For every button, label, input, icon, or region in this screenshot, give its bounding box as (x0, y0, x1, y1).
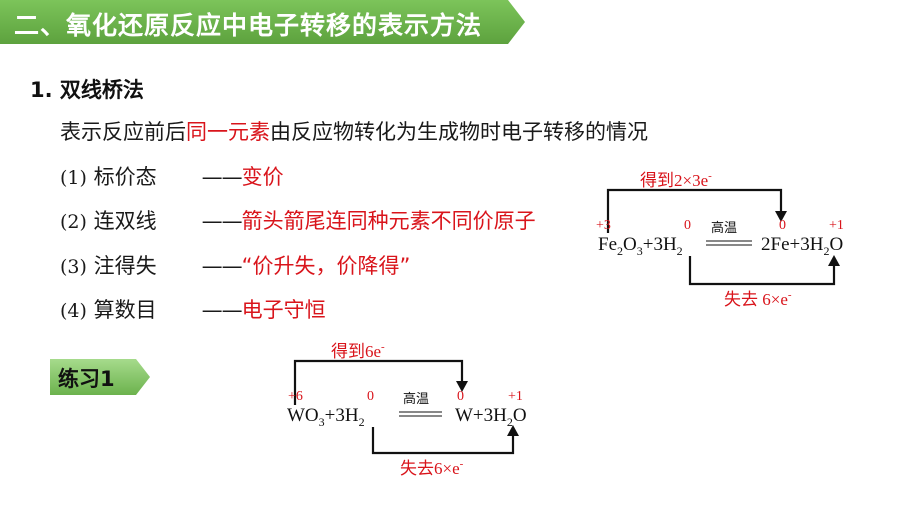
example-lose-label: 失去 6×e- (724, 289, 792, 309)
practice-equation-lhs: WO3+3H2 (287, 405, 365, 429)
intro-before: 表示反应前后 (60, 120, 186, 144)
practice-condition: 高温 (403, 391, 429, 407)
step-note: 电子守恒 (241, 298, 326, 322)
practice-lose-line (371, 427, 515, 455)
practice-gain-arrowhead (456, 381, 468, 392)
banner-shape (0, 0, 525, 44)
practice-gain-label: 得到6e- (331, 341, 385, 361)
example-gain-line (606, 188, 783, 233)
step-number: (1) (60, 167, 87, 189)
step-dash: —— (201, 254, 243, 278)
example-lose-arrowhead (828, 255, 840, 266)
example-ox-fe: +3 (596, 218, 611, 233)
example-lose-line (688, 256, 836, 286)
step-number: (2) (60, 211, 87, 233)
practice-ox-w-product: 0 (457, 389, 464, 404)
step-note: 变价 (241, 165, 284, 189)
step-note: “价升失，价降得” (241, 254, 411, 278)
intro-highlight: 同一元素 (186, 120, 270, 144)
step-note: 箭头箭尾连同种元素不同价原子 (241, 209, 536, 233)
step-number: (4) (60, 300, 87, 322)
step-label: 注得失 (93, 254, 157, 278)
practice-ox-w: +6 (288, 389, 303, 404)
practice-label: 练习1 (58, 367, 115, 391)
practice-badge (50, 359, 150, 395)
practice-equation-rhs: W+3H2O (455, 405, 527, 429)
step-dash: —— (201, 298, 243, 322)
example-equation-lhs: Fe2O3+3H2 (598, 234, 683, 258)
step-dash: —— (201, 209, 243, 233)
practice-ox-h: 0 (367, 389, 374, 404)
example-ox-h-product: +1 (829, 218, 844, 233)
intro-after: 由反应物转化为生成物时电子转移的情况 (270, 120, 648, 144)
example-gain-arrowhead (775, 211, 787, 222)
practice-gain-line (293, 359, 464, 405)
step-1: (1) 标价态 ——变价 (60, 161, 284, 191)
step-3: (3) 注得失 ——“价升失，价降得” (60, 250, 410, 280)
practice-lose-arrowhead (507, 425, 519, 436)
step-number: (3) (60, 256, 87, 278)
example-ox-fe-product: 0 (779, 218, 786, 233)
practice-lose-label: 失去6×e- (400, 458, 464, 478)
example-gain-label: 得到2×3e- (640, 170, 712, 190)
step-label: 标价态 (93, 165, 157, 189)
intro-text: 表示反应前后同一元素由反应物转化为生成物时电子转移的情况 (60, 116, 648, 146)
example-equation-rhs: 2Fe+3H2O (761, 234, 843, 258)
example-condition: 高温 (711, 220, 737, 236)
page-title: 二、氧化还原反应中电子转移的表示方法 (14, 11, 483, 40)
section-title: 1. 双线桥法 (30, 78, 144, 102)
example-ox-h: 0 (684, 218, 691, 233)
step-2: (2) 连双线 ——箭头箭尾连同种元素不同价原子 (60, 205, 536, 235)
step-4: (4) 算数目 ——电子守恒 (60, 294, 326, 324)
step-label: 连双线 (93, 209, 157, 233)
practice-ox-h-product: +1 (508, 389, 523, 404)
step-dash: —— (201, 165, 243, 189)
step-label: 算数目 (93, 298, 157, 322)
title-banner: 二、氧化还原反应中电子转移的表示方法 (0, 0, 525, 44)
